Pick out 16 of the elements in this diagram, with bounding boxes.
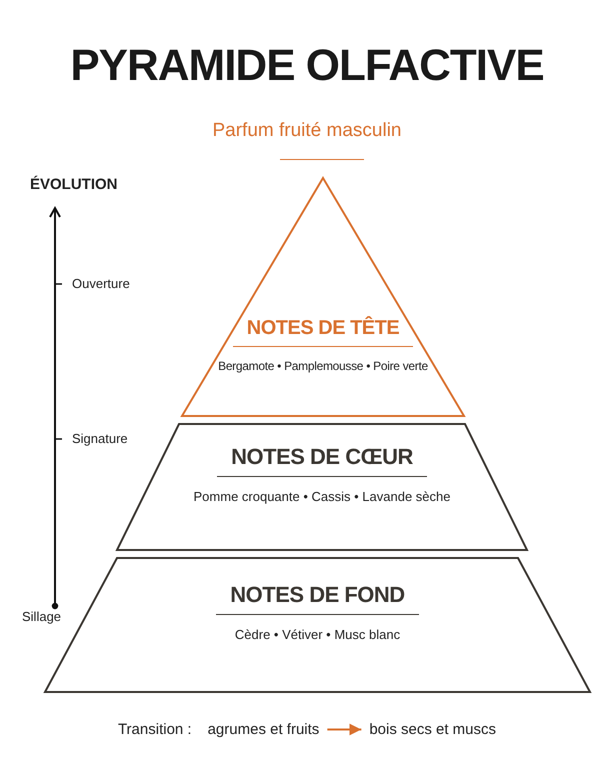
tier-heading: NOTES DE CŒUR bbox=[217, 446, 427, 477]
transition-label: Transition : bbox=[116, 721, 193, 738]
transition-text: bois secs et muscs bbox=[361, 721, 504, 738]
subtitle: Parfum fruité masculin bbox=[212, 120, 402, 143]
note-list: Bergamote • Pamplemousse • Poire verte bbox=[218, 359, 428, 373]
axis-tick-label: Ouverture bbox=[72, 277, 130, 290]
transition-text: agrumes et fruits bbox=[200, 721, 328, 738]
title: PYRAMIDE OLFACTIVE bbox=[70, 44, 544, 88]
note-list: Pomme croquante • Cassis • Lavande sèche bbox=[194, 489, 450, 504]
tier-heading: NOTES DE FOND bbox=[216, 584, 419, 615]
arrow bbox=[327, 724, 362, 736]
axis-title: ÉVOLUTION bbox=[30, 177, 118, 192]
tier-heading: NOTES DE TÊTE bbox=[232, 318, 414, 347]
note-list: Cèdre • Vétiver • Musc blanc bbox=[234, 627, 400, 642]
axis-tick-label: Signature bbox=[72, 432, 128, 445]
axis-tick-label: Sillage bbox=[22, 610, 62, 623]
